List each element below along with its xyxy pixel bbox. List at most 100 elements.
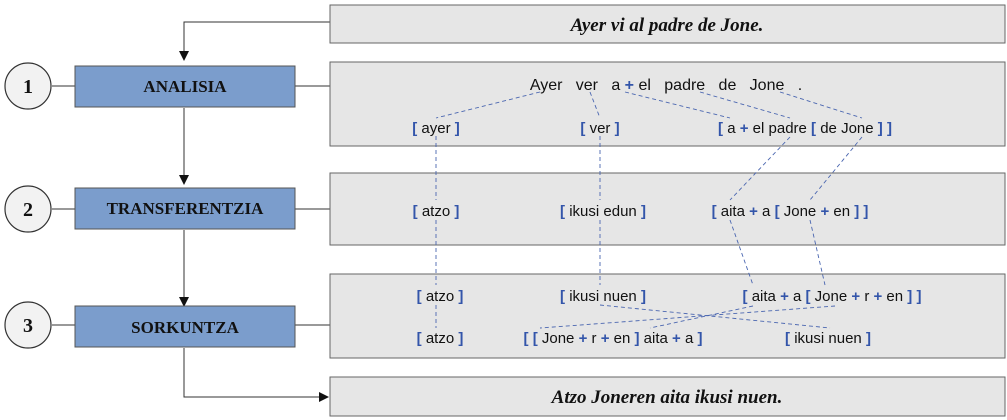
bracket-symbol: ] [641,203,646,220]
word-token: aita [748,288,781,305]
generation-final-jone-r-en-aita-a: [ [ Jone + r + en ] aita + a ] [524,330,703,347]
transfer-constituent-atzo: [ atzo ] [413,203,460,220]
bracket-symbol: [ [533,330,538,347]
bracket-symbol: [ [560,203,565,220]
sentence-word: Ayer [530,77,563,94]
bracket-symbol: ] [455,120,460,137]
transfer-constituent-aita-jone-en: [ aita + a [ Jone + en ] ] [712,203,869,220]
generation-panel [329,273,1006,359]
step-box-analysis: ANALISIA [74,65,296,108]
bracket-symbol: [ [712,203,717,220]
word-token: atzo [422,330,459,347]
analysis-constituent-ver: [ ver ] [580,120,619,137]
plus-symbol: + [620,77,634,94]
analysis-constituent-ayer: [ ayer ] [412,120,460,137]
sentence-word: padre [651,77,705,94]
word-token: Jone [538,330,579,347]
bracket-symbol: + [749,203,758,220]
input-sentence-box: Ayer vi al padre de Jone. [329,4,1006,44]
bracket-symbol: + [740,120,749,137]
word-token: atzo [418,203,455,220]
bracket-symbol: ] [916,288,921,305]
bracket-symbol: + [820,203,829,220]
bracket-symbol: [ [417,288,422,305]
word-token: atzo [422,288,459,305]
bracket-symbol: [ [811,120,816,137]
generation-to-output-line [183,348,329,402]
generation-final-atzo: [ atzo ] [417,330,464,347]
step-circle-3: 3 [4,301,52,349]
bracket-symbol: ] [863,203,868,220]
bracket-symbol: ] [641,288,646,305]
input-sentence: Ayer vi al padre de Jone. [570,15,764,36]
word-token: el padre [749,120,812,137]
word-token: r [587,330,600,347]
bracket-symbol: + [579,330,588,347]
bracket-symbol: ] [615,120,620,137]
bracket-symbol: ] [454,203,459,220]
sentence-word: ver [562,77,598,94]
generation-final-ikusi-nuen: [ ikusi nuen ] [785,330,871,347]
analysis-panel [329,61,1006,147]
sentence-word: Jone [736,77,784,94]
bracket-symbol: ] [854,203,859,220]
step-circle-2: 2 [4,185,52,233]
bracket-symbol: [ [560,288,565,305]
bracket-symbol: [ [743,288,748,305]
bracket-symbol: ] [697,330,702,347]
word-token: a [681,330,698,347]
generation-constituent-ikusi-nuen: [ ikusi nuen ] [560,288,646,305]
step-number: 3 [23,315,33,337]
bracket-symbol: ] [907,288,912,305]
word-token: aita [717,203,750,220]
bracket-symbol: ] [458,288,463,305]
step-label: ANALISIA [143,77,227,96]
bracket-symbol: [ [413,203,418,220]
step-number: 1 [23,76,33,98]
bracket-symbol: [ [412,120,417,137]
sentence-word: a [598,77,620,94]
transfer-panel [329,172,1006,246]
word-token: en [882,288,907,305]
bracket-symbol: [ [806,288,811,305]
bracket-symbol: + [601,330,610,347]
step-label: SORKUNTZA [131,318,239,337]
flow-lines [52,21,330,402]
word-token: en [829,203,854,220]
word-token: ver [585,120,614,137]
analysis-sentence: Ayer ver a + el padre de Jone . [530,77,802,94]
step-box-transfer: TRANSFERENTZIA [74,187,296,230]
generation-constituent-atzo: [ atzo ] [417,288,464,305]
step-circle-1: 1 [4,62,52,110]
alignment-lines [435,91,863,329]
bracket-symbol: + [672,330,681,347]
word-token: ikusi nuen [565,288,641,305]
word-token: r [860,288,873,305]
bracket-symbol: ] [878,120,883,137]
word-token: ayer [417,120,455,137]
word-token: a [789,288,806,305]
bracket-symbol: + [851,288,860,305]
bracket-symbol: [ [524,330,529,347]
word-token: ikusi edun [565,203,641,220]
bracket-symbol: + [780,288,789,305]
bracket-symbol: [ [417,330,422,347]
word-token: a [758,203,775,220]
bracket-symbol: ] [634,330,639,347]
word-token: Jone [780,203,821,220]
step-label: TRANSFERENTZIA [107,199,265,218]
bracket-symbol: + [874,288,883,305]
bracket-symbol: ] [887,120,892,137]
bracket-symbol: ] [866,330,871,347]
step-number: 2 [23,199,33,221]
output-sentence: Atzo Joneren aita ikusi nuen. [551,387,783,408]
word-token: ikusi nuen [790,330,866,347]
sentence-word: el [634,77,651,94]
bracket-symbol: [ [785,330,790,347]
sentence-word: . [784,77,802,94]
word-token: a [723,120,740,137]
bracket-symbol: ] [458,330,463,347]
bracket-symbol: [ [775,203,780,220]
input-to-analysis-line [179,21,330,61]
